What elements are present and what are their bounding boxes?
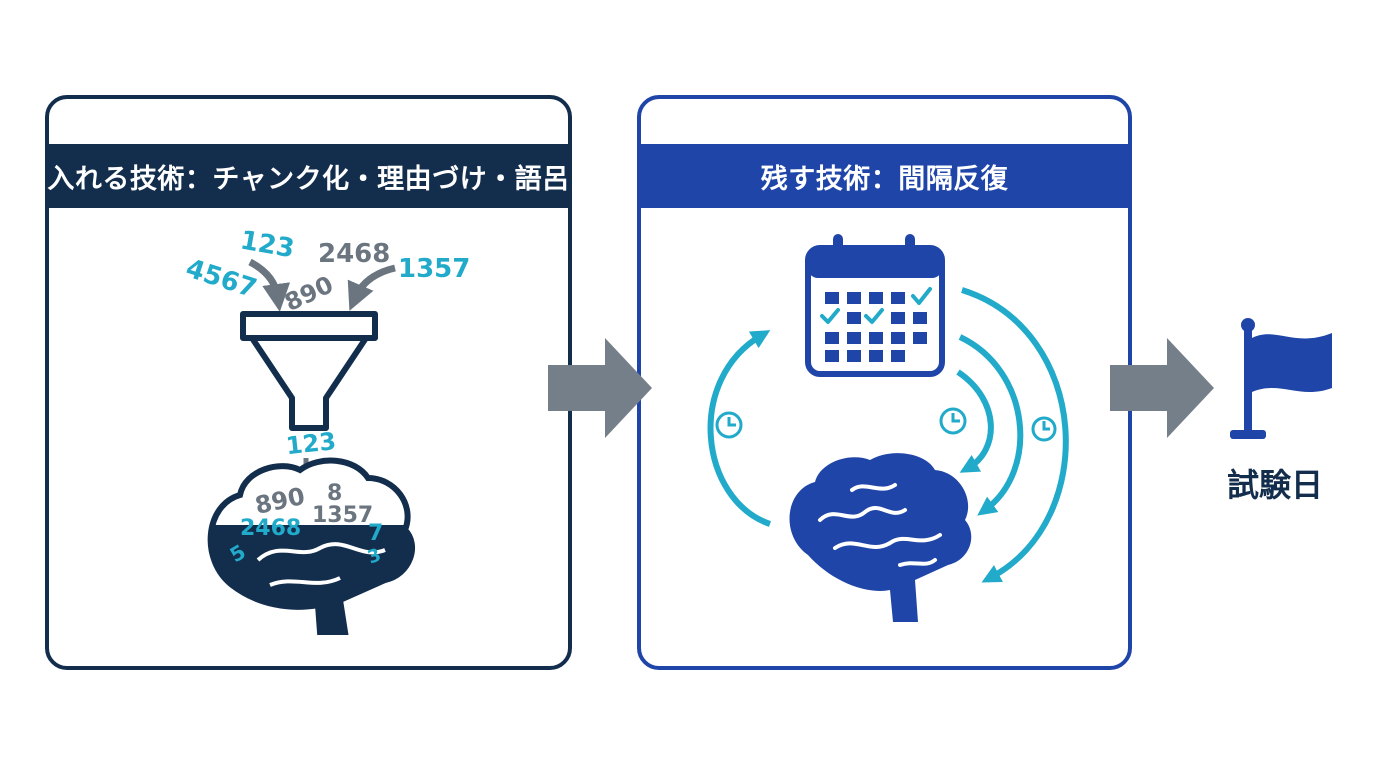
clock-icon-middle bbox=[939, 407, 967, 435]
brain-number-1357: 1357 bbox=[312, 503, 373, 528]
number-4567: 4567 bbox=[182, 254, 260, 305]
incoming-arrow-left bbox=[248, 258, 291, 312]
clock-icon-left bbox=[715, 411, 743, 439]
review-arrow-medium bbox=[958, 334, 1024, 516]
number-2468: 2468 bbox=[318, 239, 390, 269]
review-arrow-return bbox=[707, 330, 772, 527]
flow-arrow-1 bbox=[548, 338, 652, 438]
incoming-arrow-right bbox=[347, 264, 396, 311]
review-arrow-short bbox=[956, 369, 994, 473]
left-panel-title: 入れる技術：チャンク化・理由づけ・語呂 bbox=[45, 144, 572, 208]
number-1357: 1357 bbox=[398, 254, 470, 284]
number-890: 890 bbox=[280, 270, 337, 317]
funnel-output-number: 123 bbox=[285, 427, 338, 460]
brain-number-2468: 2468 bbox=[240, 516, 301, 541]
clock-icon-right bbox=[1031, 416, 1057, 442]
number-123-top: 123 bbox=[238, 225, 297, 264]
flag-icon bbox=[1230, 318, 1332, 439]
brain-icon-right bbox=[789, 453, 972, 622]
brain-number-7: 7 bbox=[368, 521, 383, 546]
calendar-icon bbox=[805, 234, 945, 377]
brain-number-8: 8 bbox=[327, 481, 342, 506]
flow-arrow-2 bbox=[1110, 338, 1214, 438]
funnel-icon bbox=[240, 311, 378, 431]
goal-label: 試験日 bbox=[1226, 466, 1323, 504]
right-panel-title: 残す技術：間隔反復 bbox=[637, 144, 1132, 208]
review-arrow-long bbox=[961, 287, 1069, 583]
